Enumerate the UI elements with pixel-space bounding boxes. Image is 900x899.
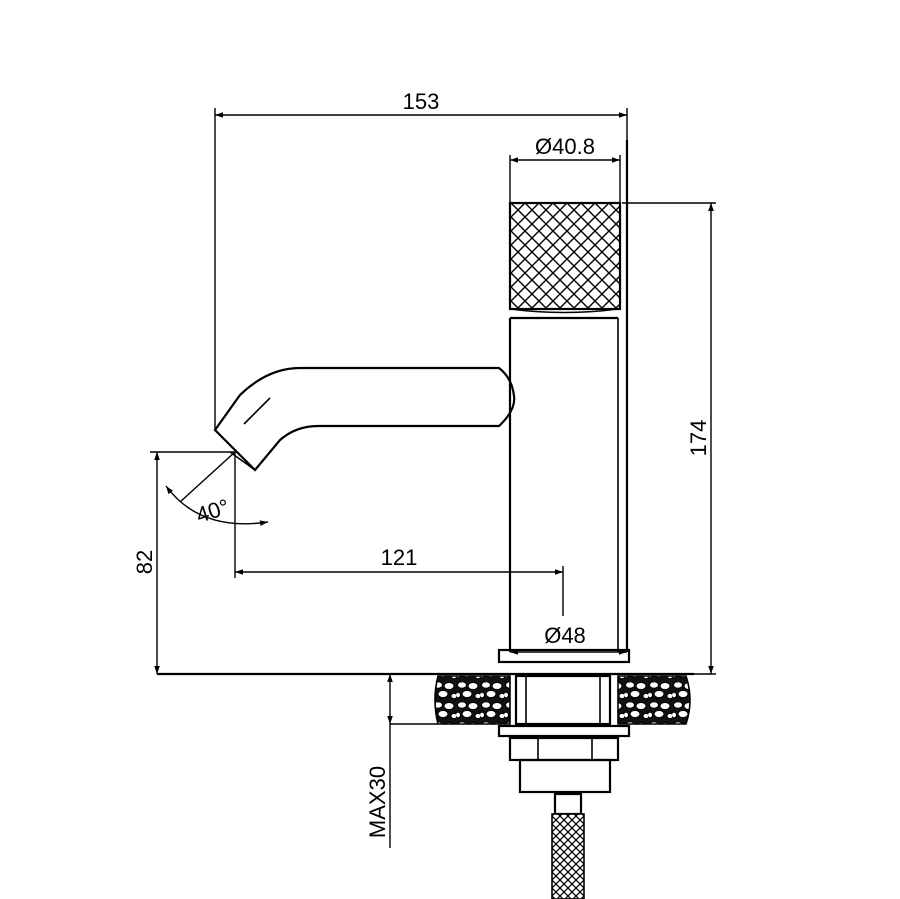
dim-spout-angle: 40° <box>165 451 269 528</box>
knurled-handle <box>508 201 622 311</box>
label-max30: MAX30 <box>365 766 390 838</box>
dim-body-diameter: Ø48 <box>510 623 627 655</box>
countertop <box>157 672 694 725</box>
dim-overall-length: 153 <box>214 89 628 430</box>
label-174: 174 <box>686 420 711 457</box>
mounting-hardware <box>497 674 631 899</box>
label-153: 153 <box>403 89 440 114</box>
label-body-diameter: Ø48 <box>544 623 586 648</box>
dim-spout-height: 82 <box>132 451 237 674</box>
label-121: 121 <box>381 545 418 570</box>
dim-overall-height: 174 <box>622 202 716 675</box>
dim-max-deck-thickness: MAX30 <box>365 674 393 848</box>
spout <box>213 366 516 472</box>
dim-spout-projection: 121 <box>234 452 564 616</box>
faucet-body <box>497 140 631 664</box>
label-handle-diameter: Ø40.8 <box>535 134 595 159</box>
braided-hose <box>551 813 585 899</box>
dim-handle-diameter: Ø40.8 <box>509 134 621 203</box>
label-82: 82 <box>132 550 157 574</box>
